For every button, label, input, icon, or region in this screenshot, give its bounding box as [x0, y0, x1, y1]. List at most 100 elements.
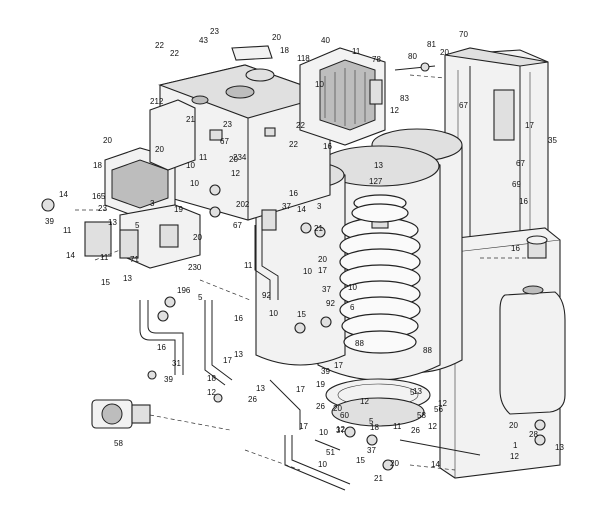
callout-number: 13 [256, 384, 265, 393]
heat-exchanger-coil [339, 194, 421, 354]
callout-number: 39 [164, 375, 173, 384]
callout-number: 10 [303, 267, 312, 276]
callout-number: 13 [374, 161, 383, 170]
callout-number: 3 [150, 199, 155, 208]
callout-number: 22 [296, 121, 305, 130]
callout-number: 81 [427, 40, 436, 49]
callout-number: 22 [155, 41, 164, 50]
callout-number: 20 [272, 33, 281, 42]
tank-base-flange [325, 378, 431, 427]
callout-number: 37 [336, 426, 345, 435]
callout-number: 12 [207, 388, 216, 397]
callout-number: 10 [190, 179, 199, 188]
callout-number: 21 [374, 474, 383, 483]
callout-number: 92 [326, 299, 335, 308]
callout-number: 37 [367, 446, 376, 455]
callout-number: 17 [296, 385, 305, 394]
callout-number: 15 [101, 278, 110, 287]
callout-number: 11 [63, 226, 72, 235]
callout-number: 51 [326, 448, 335, 457]
callout-number: 69 [512, 180, 521, 189]
callout-number: 6 [350, 303, 355, 312]
callout-number: 196 [177, 286, 191, 295]
callout-number: 58 [114, 439, 123, 448]
callout-number: 67 [233, 221, 242, 230]
callout-number: 20 [440, 48, 449, 57]
callout-number: 202 [236, 200, 250, 209]
callout-number: 26 [411, 426, 420, 435]
callout-number: 23 [98, 204, 107, 213]
callout-number: 127 [369, 177, 383, 186]
callout-number: 92 [262, 291, 271, 300]
callout-number: 12 [510, 452, 519, 461]
callout-number: 5 [410, 388, 415, 397]
fittings [41, 45, 546, 471]
insulation-pad [299, 47, 386, 146]
callout-number: 3 [317, 202, 322, 211]
callout-number: 12 [390, 106, 399, 115]
callout-number: 12 [336, 425, 345, 434]
callout-number: 17 [223, 356, 232, 365]
pipework [139, 225, 481, 491]
callout-number: 11 [244, 261, 253, 270]
callout-number: 20 [229, 155, 238, 164]
callout-number: 16 [511, 244, 520, 253]
callout-number: 5 [369, 417, 374, 426]
callout-number: 18 [207, 374, 216, 383]
callout-number: 11 [352, 47, 361, 56]
callout-number: 60 [340, 411, 349, 420]
callout-number: 20 [103, 136, 112, 145]
callout-number: 20 [390, 459, 399, 468]
callout-number: 165 [92, 192, 106, 201]
callout-number: 71 [130, 255, 139, 264]
boiler-casing-top [158, 64, 332, 221]
callout-number: 88 [355, 339, 364, 348]
heat-exchanger-block [104, 99, 196, 219]
callout-number: 11 [393, 422, 402, 431]
callout-number: 39 [45, 217, 54, 226]
callout-number: 10 [318, 460, 327, 469]
callout-number: 35 [548, 136, 557, 145]
callout-number: 23 [210, 27, 219, 36]
callout-number: 16 [157, 343, 166, 352]
callout-number: 10 [319, 428, 328, 437]
callout-number: 17 [525, 121, 534, 130]
callout-number: 83 [400, 94, 409, 103]
callout-number: 14 [66, 251, 75, 260]
callout-number: 10 [186, 161, 195, 170]
callout-number: 10 [348, 283, 357, 292]
callout-number: 15 [356, 456, 365, 465]
hydraulic-group [84, 204, 201, 269]
callout-number: 17 [299, 422, 308, 431]
callout-number: 67 [220, 137, 229, 146]
callout-number: 14 [431, 460, 440, 469]
callout-number: 10 [269, 309, 278, 318]
frame-hinge [493, 89, 515, 141]
callout-number: 22 [289, 140, 298, 149]
callout-number: 230 [188, 263, 202, 272]
callout-number: 13 [555, 443, 564, 452]
callout-number: 37 [322, 285, 331, 294]
callout-number: 18 [280, 46, 289, 55]
callout-number: 10 [315, 80, 324, 89]
callout-number: 16 [289, 189, 298, 198]
callout-number: 15 [297, 310, 306, 319]
callout-number: 26 [248, 395, 257, 404]
callout-number: 67 [516, 159, 525, 168]
callout-number: 28 [529, 430, 538, 439]
callout-number: 20 [333, 404, 342, 413]
callout-number: 16 [323, 142, 332, 151]
circulation-pump [91, 399, 151, 429]
callout-number: 31 [172, 359, 181, 368]
callout-number: 234 [233, 153, 247, 162]
callout-number: 16 [234, 314, 243, 323]
callout-number: 70 [459, 30, 468, 39]
callout-number: 80 [408, 52, 417, 61]
callout-number: 21 [186, 115, 195, 124]
callout-number: 67 [459, 101, 468, 110]
callout-number: 13 [123, 274, 132, 283]
callout-number: 88 [423, 346, 432, 355]
